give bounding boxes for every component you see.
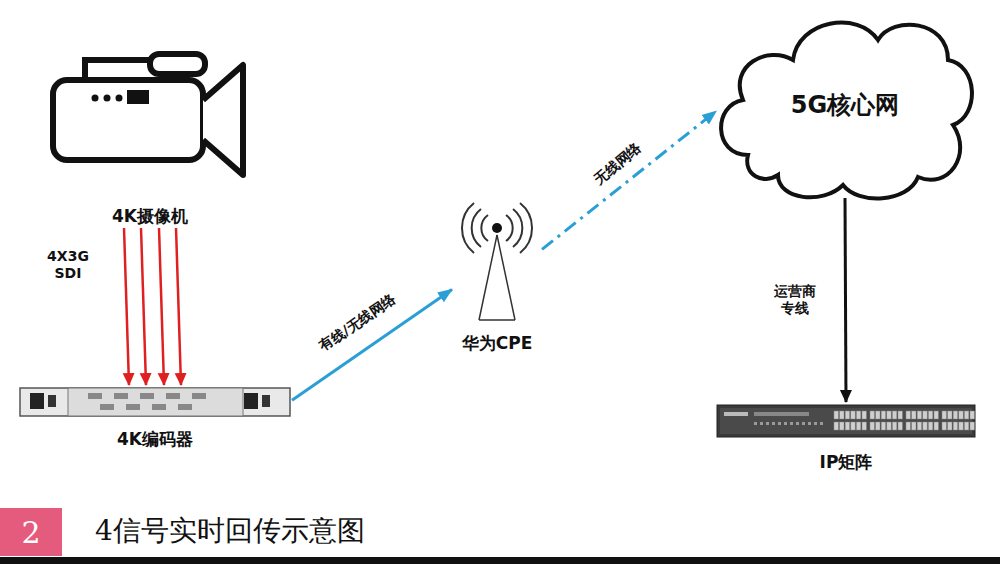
node-illustration	[45, 40, 255, 228]
bottom-rule	[0, 557, 1000, 564]
node-illustration	[452, 195, 542, 355]
ip-matrix-node: IP矩阵	[714, 402, 978, 474]
node-label: 4K摄像机	[112, 205, 188, 228]
connector-arrow	[845, 198, 846, 402]
node-label: IP矩阵	[820, 451, 873, 474]
edge-label: 4X3G SDI	[41, 248, 95, 283]
connector-arrow	[124, 228, 181, 385]
edge-label: 有线/无线网络	[315, 289, 402, 356]
node-label: 5G核心网	[791, 89, 899, 121]
edge-label: 无线网络	[589, 138, 646, 190]
node-label: 华为CPE	[462, 332, 533, 355]
figure-number-box: 2	[0, 508, 62, 556]
node-label: 4K编码器	[117, 428, 193, 451]
cpe-node: 华为CPE	[452, 195, 542, 355]
connector-arrow	[542, 111, 716, 249]
figure-caption: 4信号实时回传示意图	[95, 512, 365, 550]
edge-label: 运营商 专线	[768, 283, 822, 318]
camera-node: 4K摄像机	[45, 40, 255, 228]
node-label: 2	[21, 515, 40, 550]
connector-arrow	[292, 289, 452, 400]
encoder-node: 4K编码器	[18, 385, 292, 451]
core-network-cloud: 5G核心网	[708, 5, 982, 205]
